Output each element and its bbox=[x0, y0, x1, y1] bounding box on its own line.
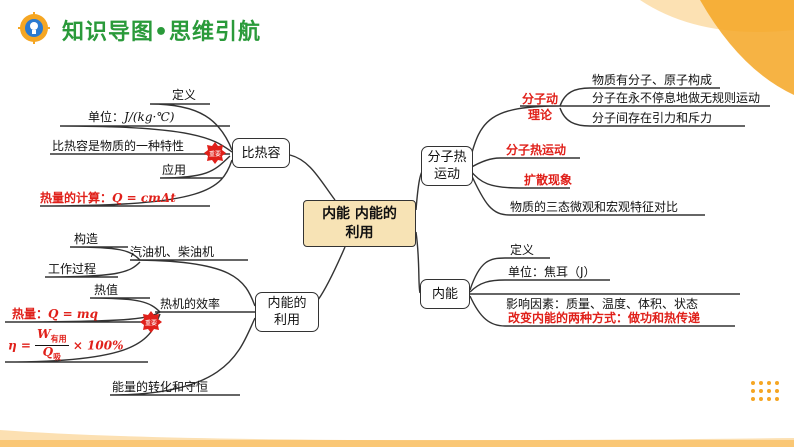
lightbulb-logo-icon bbox=[18, 12, 50, 44]
efficiency-fraction: W有用 Q吸 bbox=[35, 327, 69, 364]
efficiency-suffix: × 100% bbox=[72, 338, 124, 353]
heat-calculation-label: 热量的计算： bbox=[40, 191, 113, 205]
important-badge-icon: 重要 bbox=[140, 311, 162, 333]
engine-structure: 构造 bbox=[74, 232, 99, 246]
heat-engine-efficiency: 热机的效率 bbox=[160, 297, 221, 311]
page-title: 知识导图•思维引航 bbox=[62, 20, 262, 45]
node-specific-heat-label: 比热容 bbox=[241, 145, 281, 161]
specific-heat-definition: 定义 bbox=[172, 88, 197, 102]
engine-working-process: 工作过程 bbox=[48, 262, 97, 276]
theory-item-forces: 分子间存在引力和斥力 bbox=[592, 111, 713, 125]
heat-value: 热值 bbox=[94, 283, 119, 297]
efficiency-eta: η = bbox=[8, 338, 31, 353]
heat-calculation: 热量的计算：Q = cmΔt bbox=[40, 191, 176, 205]
node-internal-energy-use-line2: 利用 bbox=[273, 313, 300, 328]
heat-calculation-formula: Q = cmΔt bbox=[112, 191, 176, 205]
important-badge-icon: 重要 bbox=[204, 142, 226, 164]
theory-item-random-motion: 分子在永不停息地做无规则运动 bbox=[592, 91, 761, 105]
specific-heat-unit-formula: J/(kg·℃) bbox=[124, 110, 175, 124]
node-internal-energy-use[interactable]: 内能的 利用 bbox=[255, 292, 319, 332]
heat-engine-types: 汽油机、柴油机 bbox=[130, 245, 215, 259]
internal-energy-unit: 单位：焦耳（J） bbox=[508, 265, 596, 279]
diffusion-phenomenon: 扩散现象 bbox=[524, 173, 573, 187]
heat-formula-label: 热量： bbox=[12, 307, 49, 321]
node-internal-energy-use-line1: 内能的 bbox=[267, 296, 307, 311]
specific-heat-application: 应用 bbox=[162, 163, 187, 177]
node-specific-heat[interactable]: 比热容 bbox=[232, 138, 290, 168]
node-internal-energy-label: 内能 bbox=[431, 286, 458, 302]
efficiency-denominator-sub: 吸 bbox=[53, 351, 62, 362]
molecular-theory-line1: 分子动 bbox=[522, 92, 559, 106]
energy-conservation: 能量的转化和守恒 bbox=[112, 380, 209, 394]
node-molecular-motion[interactable]: 分子热 运动 bbox=[421, 146, 473, 186]
efficiency-denominator: Q吸 bbox=[35, 346, 68, 363]
important-badge-text: 重要 bbox=[209, 150, 221, 158]
efficiency-denominator-symbol: Q bbox=[42, 345, 54, 360]
heat-formula-value: Q = mq bbox=[48, 307, 98, 321]
molecular-theory-line2: 理论 bbox=[528, 108, 553, 122]
specific-heat-property: 比热容是物质的一种特性 bbox=[52, 139, 185, 153]
molecular-thermal-motion: 分子热运动 bbox=[506, 143, 567, 157]
internal-energy-definition: 定义 bbox=[510, 243, 535, 257]
internal-energy-factors: 影响因素：质量、温度、体积、状态 bbox=[506, 297, 699, 311]
efficiency-formula: η = W有用 Q吸 × 100% bbox=[8, 328, 124, 364]
internal-energy-change-ways: 改变内能的两种方式：做功和热传递 bbox=[508, 311, 701, 325]
center-node-line1: 内能 内能的 bbox=[322, 205, 397, 222]
center-node[interactable]: 内能 内能的 利用 bbox=[303, 200, 416, 247]
heat-formula: 热量：Q = mq bbox=[12, 307, 98, 321]
specific-heat-unit-label: 单位： bbox=[88, 110, 125, 124]
efficiency-numerator-sub: 有用 bbox=[50, 333, 67, 344]
node-molecular-motion-line2: 运动 bbox=[433, 167, 460, 182]
node-molecular-motion-line1: 分子热 bbox=[427, 150, 467, 165]
three-states-comparison: 物质的三态微观和宏观特征对比 bbox=[510, 200, 679, 214]
node-internal-energy[interactable]: 内能 bbox=[420, 279, 470, 309]
molecular-theory: 分子动 理论 bbox=[522, 91, 558, 123]
center-node-line2: 利用 bbox=[345, 224, 374, 241]
decorative-dots-icon bbox=[751, 381, 779, 401]
specific-heat-unit: 单位：J/(kg·℃) bbox=[88, 110, 174, 124]
efficiency-numerator-symbol: W bbox=[37, 327, 51, 341]
theory-item-composition: 物质有分子、原子构成 bbox=[592, 73, 713, 87]
important-badge-text: 重要 bbox=[145, 319, 157, 327]
efficiency-numerator: W有用 bbox=[35, 327, 69, 347]
